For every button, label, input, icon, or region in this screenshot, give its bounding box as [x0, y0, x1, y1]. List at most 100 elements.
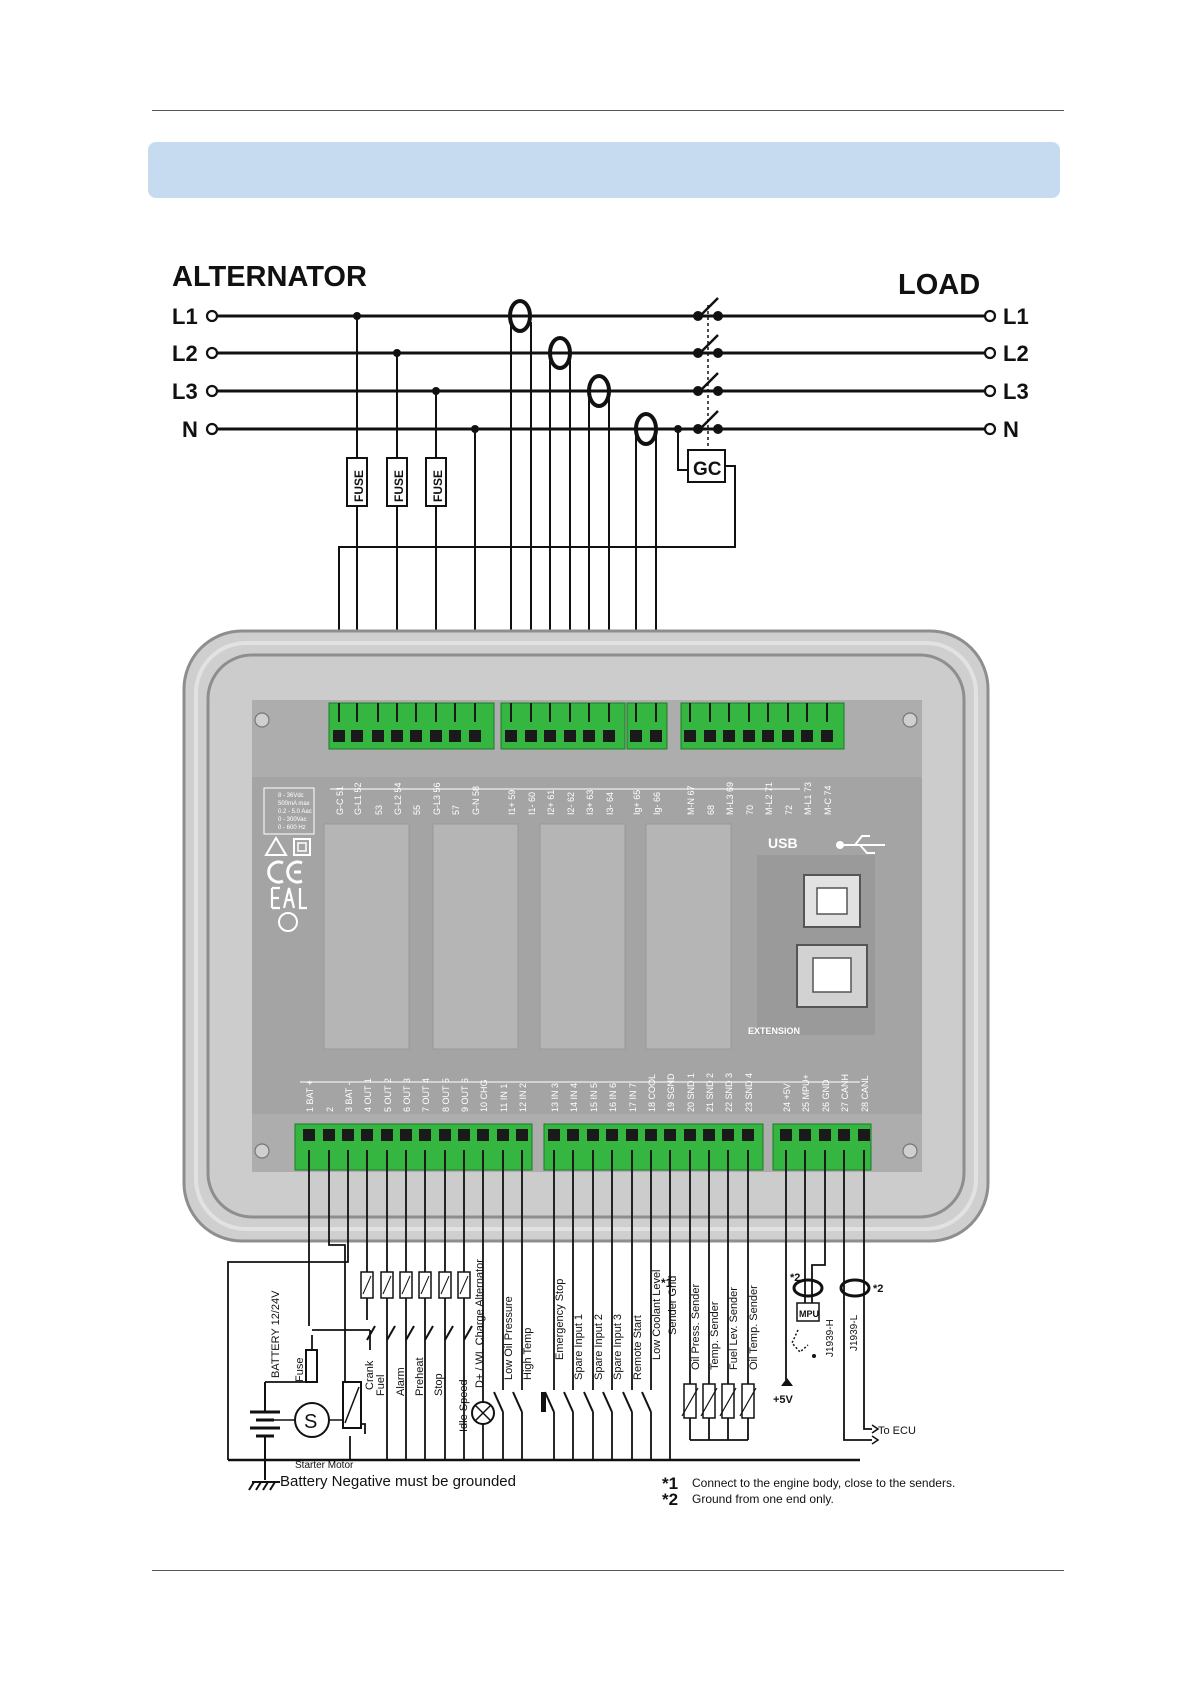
top-rule [152, 110, 1064, 111]
bottom-terminal-screw[interactable] [381, 1129, 393, 1141]
top-terminal-screw[interactable] [762, 730, 774, 742]
usb-icon-dot [836, 841, 844, 849]
bottom-terminal-label: 25 MPU+ [801, 1074, 811, 1112]
top-terminal-screw[interactable] [564, 730, 576, 742]
bus-terminal-circles [205, 309, 997, 436]
bottom-terminal-label: 21 SND 2 [705, 1073, 715, 1112]
top-terminal-screw[interactable] [372, 730, 384, 742]
top-terminal-label: G-L1 52 [353, 782, 363, 815]
top-terminal-label: G-L2 54 [393, 782, 403, 815]
top-terminal-screw[interactable] [723, 730, 735, 742]
bottom-terminal-screw[interactable] [400, 1129, 412, 1141]
sender-gnd-star1: *1 [661, 1276, 673, 1290]
top-terminal-label: G-N 58 [471, 786, 481, 815]
top-terminal-screw[interactable] [469, 730, 481, 742]
input-label-emergency_stop: Emergency Stop [554, 1279, 566, 1360]
top-terminal-screw[interactable] [650, 730, 662, 742]
top-terminal-label: 72 [784, 805, 794, 815]
charge-label: D+ / WL Charge Alternator [474, 1259, 486, 1388]
fuse-group: FUSE FUSE FUSE [346, 457, 447, 507]
bottom-terminal-screw[interactable] [567, 1129, 579, 1141]
bottom-terminal-screw[interactable] [419, 1129, 431, 1141]
rating-line-2: 500mA max [278, 801, 310, 807]
bottom-terminal-screw[interactable] [626, 1129, 638, 1141]
label-l2-right: L2 [1003, 341, 1029, 366]
bottom-terminal-screw[interactable] [361, 1129, 373, 1141]
label-l3-right: L3 [1003, 379, 1029, 404]
bottom-terminal-screw[interactable] [548, 1129, 560, 1141]
top-terminal-screw[interactable] [603, 730, 615, 742]
fuse-1 [346, 457, 368, 507]
bottom-terminal-screw[interactable] [323, 1129, 335, 1141]
top-terminal-screw[interactable] [743, 730, 755, 742]
bottom-terminal-screw[interactable] [439, 1129, 451, 1141]
label-n-left: N [182, 417, 198, 442]
top-terminal-screw[interactable] [410, 730, 422, 742]
bottom-terminal-label: 11 IN 1 [499, 1084, 509, 1112]
top-terminal-screw[interactable] [821, 730, 833, 742]
top-terminal-screw[interactable] [525, 730, 537, 742]
top-terminal-screw[interactable] [430, 730, 442, 742]
label-l2-left: L2 [172, 341, 198, 366]
bottom-terminal-screw[interactable] [645, 1129, 657, 1141]
bottom-terminal-label: 1 BAT + [305, 1080, 315, 1112]
bottom-terminal-screw[interactable] [819, 1129, 831, 1141]
ul-mark-icon [278, 912, 298, 932]
bottom-terminal-screw[interactable] [664, 1129, 676, 1141]
bottom-terminal-screw[interactable] [703, 1129, 715, 1141]
fuse-2 [386, 457, 408, 507]
bottom-terminal-screw[interactable] [587, 1129, 599, 1141]
j1939h-label: J1939-H [825, 1319, 836, 1357]
top-terminal-screw[interactable] [801, 730, 813, 742]
rating-line-4: 0 - 300Vac [278, 817, 307, 823]
idle-speed-label: Idle Speed [458, 1379, 470, 1432]
top-terminal-label: Ig- 66 [652, 792, 662, 815]
top-terminal-screw[interactable] [704, 730, 716, 742]
bottom-terminal-screw[interactable] [458, 1129, 470, 1141]
top-terminal-screw[interactable] [782, 730, 794, 742]
bus-lines [215, 314, 987, 431]
ground-icon [248, 1481, 280, 1491]
bottom-terminal-screw[interactable] [799, 1129, 811, 1141]
bottom-terminal-screw[interactable] [516, 1129, 528, 1141]
top-terminal-screw[interactable] [391, 730, 403, 742]
bottom-terminal-screw[interactable] [742, 1129, 754, 1141]
top-terminal-screw[interactable] [544, 730, 556, 742]
top-terminal-screw[interactable] [351, 730, 363, 742]
top-terminal-screw[interactable] [583, 730, 595, 742]
top-terminal-screw[interactable] [333, 730, 345, 742]
battery-fuse [305, 1349, 318, 1383]
bottom-terminal-screw[interactable] [858, 1129, 870, 1141]
ethernet-port[interactable] [796, 944, 868, 1008]
top-terminal-blocks [328, 702, 845, 750]
rating-line-1: 8 - 36Vdc [278, 793, 304, 799]
ct-l3 [587, 374, 611, 408]
bottom-terminal-screw[interactable] [838, 1129, 850, 1141]
bottom-terminal-screw[interactable] [606, 1129, 618, 1141]
bottom-terminal-screw[interactable] [684, 1129, 696, 1141]
bottom-terminal-screw[interactable] [477, 1129, 489, 1141]
top-terminal-screw[interactable] [505, 730, 517, 742]
bottom-terminal-screw[interactable] [780, 1129, 792, 1141]
top-terminal-screw[interactable] [684, 730, 696, 742]
crank-label: Crank [364, 1360, 376, 1390]
bottom-terminal-screw[interactable] [722, 1129, 734, 1141]
bottom-terminal-screw[interactable] [342, 1129, 354, 1141]
bottom-terminal-label: 23 SND 4 [744, 1073, 754, 1112]
input-label-high_temp: High Temp [522, 1328, 534, 1380]
top-terminal-screw[interactable] [630, 730, 642, 742]
bottom-terminal-pins [303, 1129, 870, 1170]
bottom-terminal-screw[interactable] [497, 1129, 509, 1141]
sender-label-oil_sender: Oil Press. Sender [690, 1283, 702, 1370]
bottom-terminal-label: 5 OUT 2 [383, 1078, 393, 1112]
bottom-terminal-screw[interactable] [303, 1129, 315, 1141]
bottom-terminal-label: 17 IN 7 [628, 1083, 638, 1112]
bottom-terminal-label: 14 IN 4 [569, 1083, 579, 1112]
top-terminal-label: I3+ 63 [585, 790, 595, 815]
warning-icon [264, 836, 288, 856]
top-terminal-screw[interactable] [449, 730, 461, 742]
ground-note: Battery Negative must be grounded [280, 1473, 516, 1490]
